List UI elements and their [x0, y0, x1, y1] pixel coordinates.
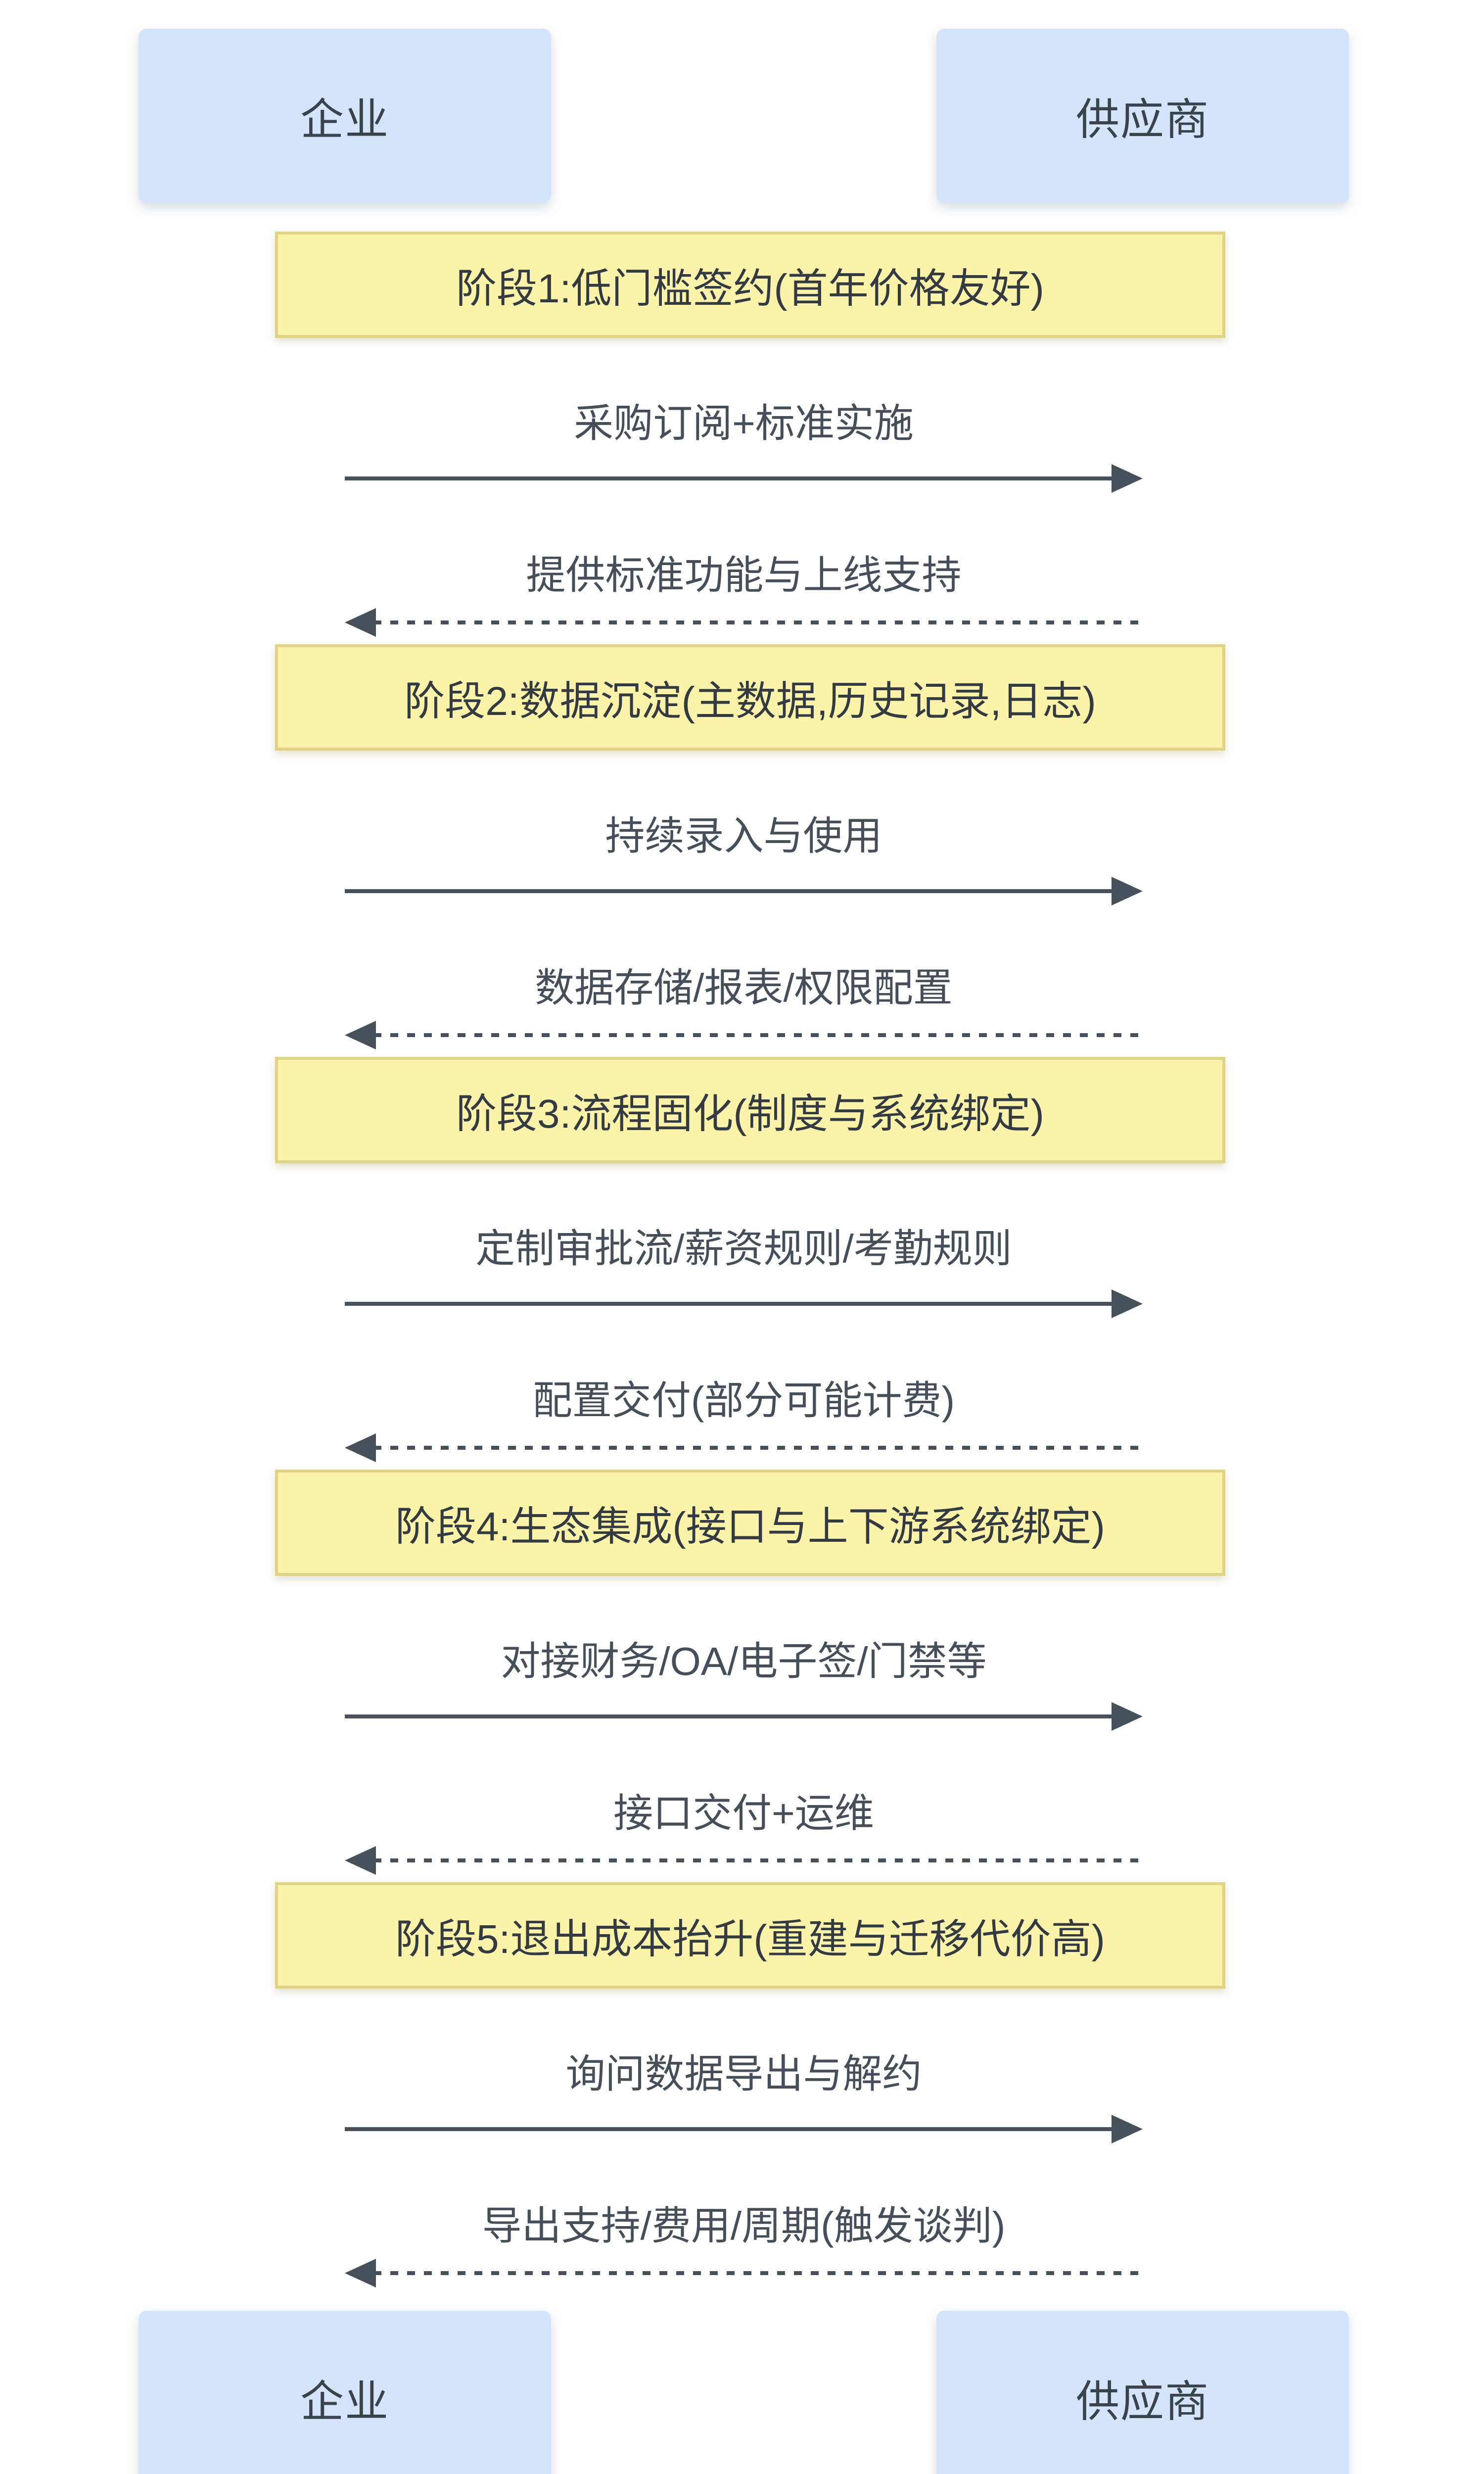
phase-note-5: 阶段5:退出成本抬升(重建与迁移代价高) [275, 1882, 1225, 1989]
message-label-8: 接口交付+运维 [613, 1791, 874, 1835]
participant-supplier-top: 供应商 [936, 29, 1349, 203]
participant-enterprise-top-label: 企业 [300, 95, 389, 144]
arrow-left-4-head-icon [345, 1846, 376, 1875]
arrow-left-2-line [373, 1033, 1143, 1037]
arrow-right-1-head-icon [1112, 464, 1143, 493]
arrow-left-5-head-icon [345, 2259, 376, 2287]
phase-note-1: 阶段1:低门槛签约(首年价格友好) [275, 232, 1225, 338]
arrow-right-3-head-icon [1112, 1289, 1143, 1318]
arrow-right-5 [345, 2115, 1143, 2143]
arrow-right-1 [345, 464, 1143, 493]
message-label-7: 对接财务/OA/电子签/门禁等 [501, 1639, 987, 1683]
participant-supplier-top-label: 供应商 [1075, 95, 1209, 144]
arrow-right-4-head-icon [1112, 1702, 1143, 1731]
arrow-right-5-head-icon [1112, 2115, 1143, 2143]
message-label-1: 采购订阅+标准实施 [574, 401, 914, 445]
message-label-4: 数据存储/报表/权限配置 [535, 966, 953, 1010]
phase-note-1-label: 阶段1:低门槛签约(首年价格友好) [456, 266, 1044, 311]
phase-note-5-label: 阶段5:退出成本抬升(重建与迁移代价高) [395, 1917, 1105, 1962]
arrow-right-2 [345, 877, 1143, 905]
arrow-right-4 [345, 1702, 1143, 1731]
arrow-right-1-line [345, 476, 1115, 480]
message-label-5: 定制审批流/薪资规则/考勤规则 [475, 1227, 1012, 1271]
phase-note-4-label: 阶段4:生态集成(接口与上下游系统绑定) [395, 1504, 1105, 1549]
message-label-3: 持续录入与使用 [605, 814, 882, 858]
arrow-left-2-head-icon [345, 1021, 376, 1049]
arrow-left-5 [345, 2259, 1143, 2287]
phase-note-2-label: 阶段2:数据沉淀(主数据,历史记录,日志) [404, 679, 1096, 724]
arrow-left-1-line [373, 620, 1143, 624]
phase-note-4: 阶段4:生态集成(接口与上下游系统绑定) [275, 1470, 1225, 1576]
phase-note-3: 阶段3:流程固化(制度与系统绑定) [275, 1057, 1225, 1163]
arrow-left-1 [345, 608, 1143, 637]
arrow-right-4-line [345, 1714, 1115, 1718]
participant-supplier-bottom-label: 供应商 [1075, 2377, 1209, 2426]
arrow-left-3-head-icon [345, 1433, 376, 1462]
phase-note-3-label: 阶段3:流程固化(制度与系统绑定) [456, 1092, 1044, 1137]
arrow-right-2-head-icon [1112, 877, 1143, 905]
arrow-left-5-line [373, 2271, 1143, 2275]
arrow-right-5-line [345, 2127, 1115, 2131]
participant-enterprise-top: 企业 [139, 29, 551, 203]
participant-supplier-bottom: 供应商 [936, 2311, 1349, 2474]
message-label-6: 配置交付(部分可能计费) [532, 1379, 955, 1423]
message-label-10: 导出支持/费用/周期(触发谈判) [482, 2204, 1006, 2248]
participant-enterprise-bottom-label: 企业 [300, 2377, 389, 2426]
arrow-left-3-line [373, 1446, 1143, 1450]
arrow-right-3 [345, 1289, 1143, 1318]
arrow-right-2-line [345, 889, 1115, 893]
message-label-9: 询问数据导出与解约 [565, 2052, 922, 2096]
arrow-right-3-line [345, 1302, 1115, 1306]
arrow-left-3 [345, 1433, 1143, 1462]
arrow-left-4 [345, 1846, 1143, 1875]
arrow-left-1-head-icon [345, 608, 376, 637]
phase-note-2: 阶段2:数据沉淀(主数据,历史记录,日志) [275, 644, 1225, 751]
arrow-left-2 [345, 1021, 1143, 1049]
arrow-left-4-line [373, 1858, 1143, 1862]
message-label-2: 提供标准功能与上线支持 [526, 553, 962, 597]
participant-enterprise-bottom: 企业 [139, 2311, 551, 2474]
